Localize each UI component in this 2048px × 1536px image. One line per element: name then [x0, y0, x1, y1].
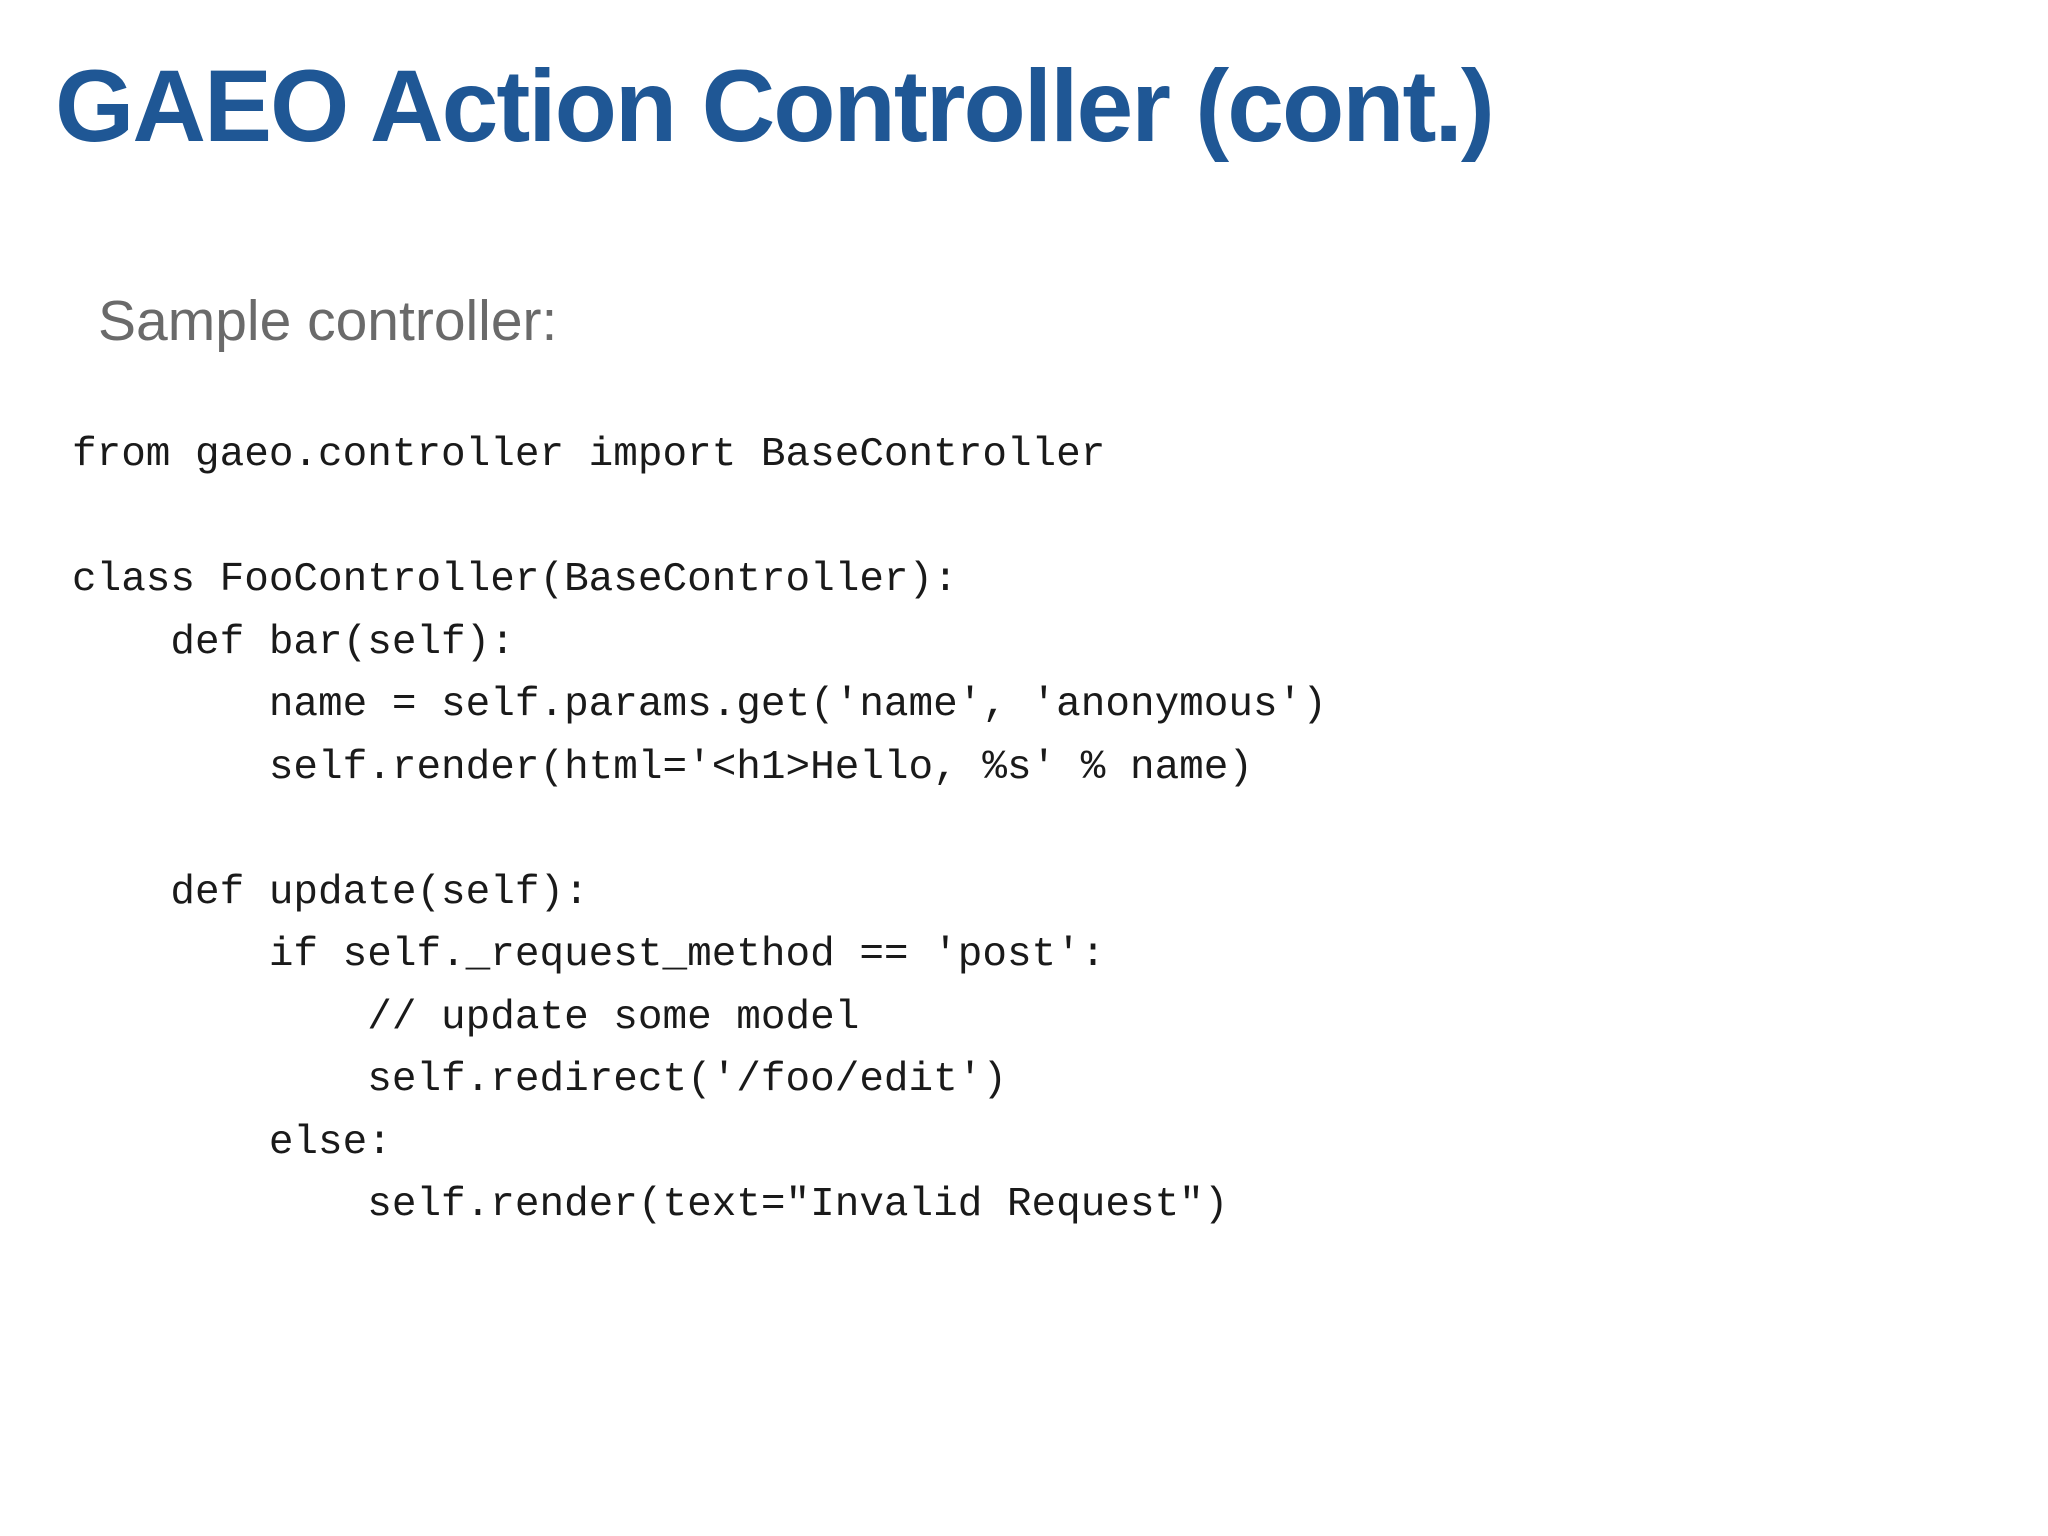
code-line-class-def: class FooController(BaseController):: [72, 557, 958, 603]
code-line-name-assign: name = self.params.get('name', 'anonymou…: [72, 682, 1327, 728]
code-line-if-post: if self._request_method == 'post':: [72, 932, 1106, 978]
code-line-render-text: self.render(text="Invalid Request"): [72, 1182, 1229, 1228]
code-line-comment: // update some model: [72, 994, 860, 1041]
code-block: from gaeo.controller import BaseControll…: [72, 424, 1327, 1237]
code-line-def-bar: def bar(self):: [72, 619, 515, 666]
code-line-def-update: def update(self):: [72, 869, 589, 916]
code-line-blank: [72, 487, 1327, 550]
code-line-else: else:: [72, 1119, 392, 1166]
code-line-blank: [72, 799, 1327, 862]
slide-title: GAEO Action Controller (cont.): [55, 49, 1495, 163]
code-line-import: from gaeo.controller import BaseControll…: [72, 432, 1106, 478]
slide-subtitle: Sample controller:: [98, 289, 558, 353]
code-line-redirect: self.redirect('/foo/edit'): [72, 1057, 1007, 1103]
code-line-render-html: self.render(html='<h1>Hello, %s' % name): [72, 744, 1253, 791]
